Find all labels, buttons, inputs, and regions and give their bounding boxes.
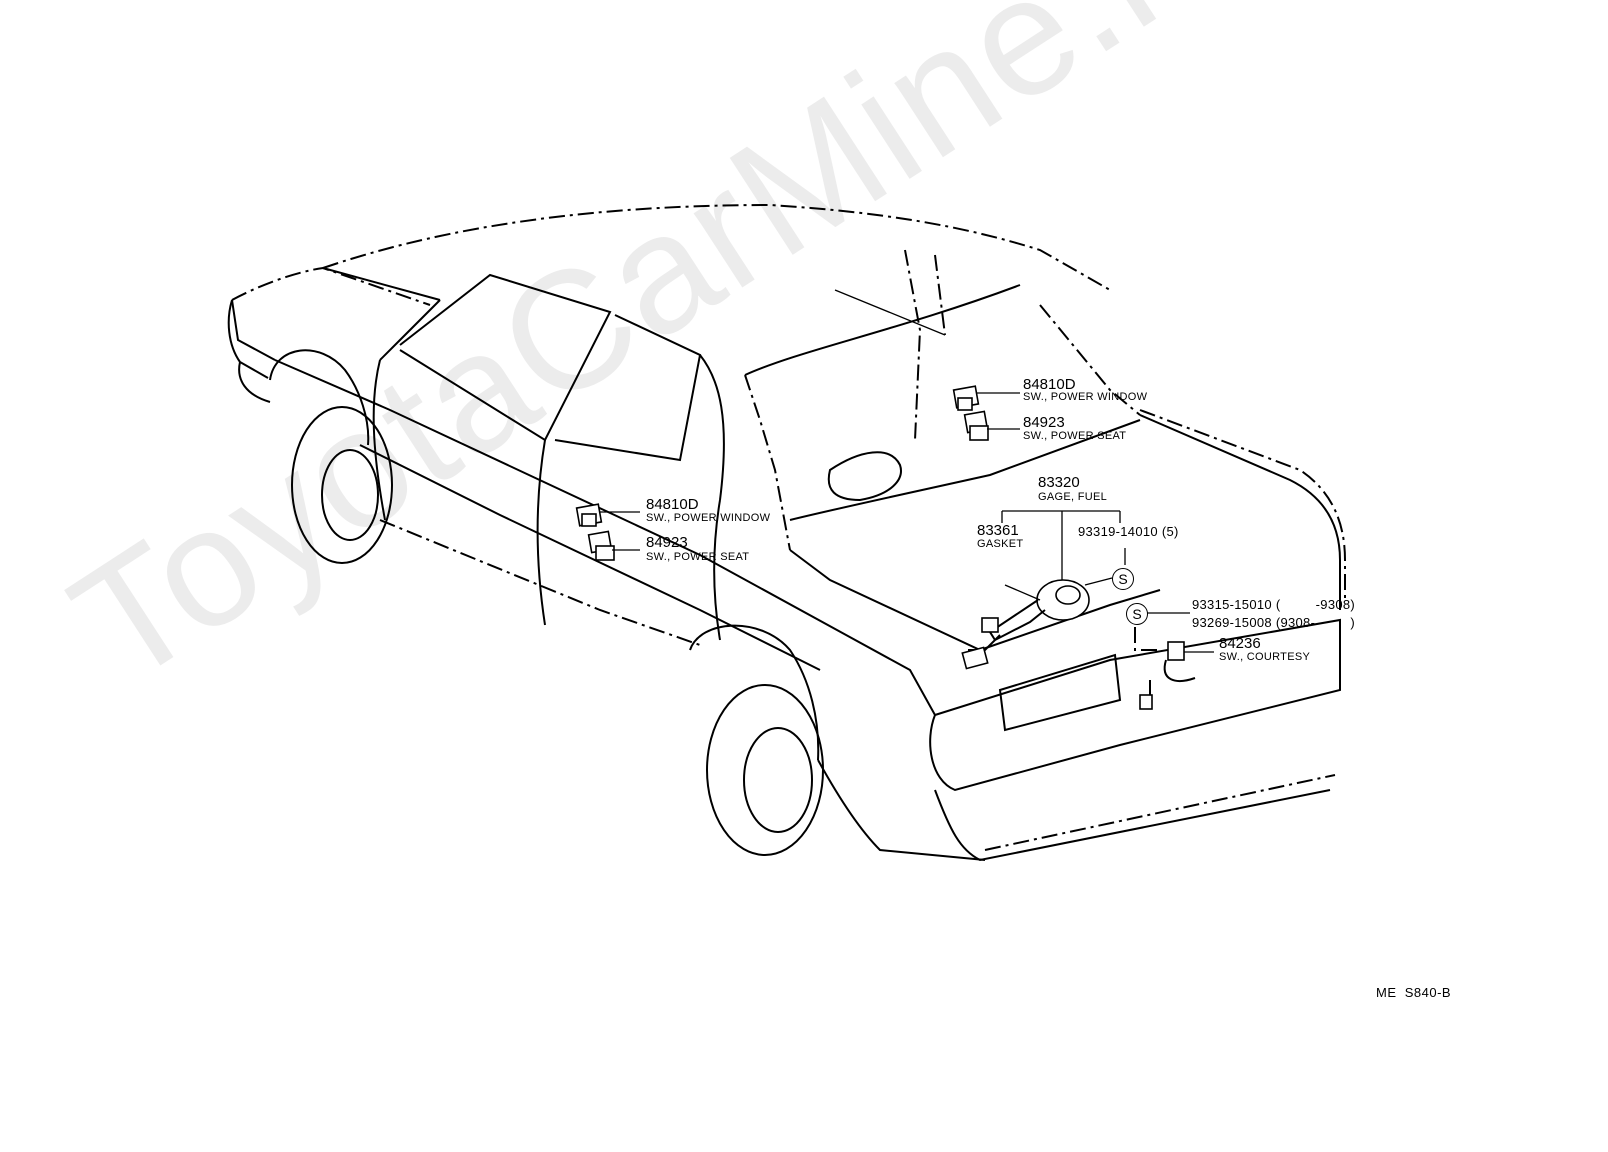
- door-line-rear: [713, 499, 721, 641]
- front-bumper: [238, 361, 271, 403]
- part-number-93269: 93269-15008 (9308- ): [1192, 615, 1356, 630]
- leader-83320-bracket: [1001, 510, 1121, 523]
- part-number-84810D-rear: 84810D: [1023, 376, 1076, 393]
- rear-window-lower: [744, 284, 1021, 376]
- part-desc-83320: GAGE, FUEL: [1038, 491, 1108, 503]
- front-door-window: [399, 273, 612, 442]
- fuel-gauge-sender-icon: [961, 579, 1090, 670]
- front-window-switch-icon: [575, 503, 603, 527]
- rear-panel: [929, 618, 1341, 792]
- part-desc-84236: SW., COURTESY: [1219, 651, 1311, 663]
- trunk-dashed-rim: [1139, 409, 1346, 600]
- front-hub: [321, 449, 379, 541]
- rear-deck-right: [1039, 304, 1141, 416]
- front-wheel: [291, 406, 393, 564]
- body-side-lower: [359, 444, 821, 671]
- leader-83361: [1004, 584, 1041, 601]
- body-side-upper: [274, 359, 936, 716]
- part-number-83361: 83361: [977, 522, 1019, 539]
- roof-cut-1: [904, 249, 922, 441]
- roof-front-edge: [231, 266, 431, 306]
- part-number-84810D-front: 84810D: [646, 496, 699, 513]
- front-seat-switch-icon: [587, 530, 615, 561]
- front-wheel-arch: [269, 349, 370, 446]
- roof-mid-line: [834, 289, 946, 336]
- part-desc-84810D-front: SW., POWER WINDOW: [646, 512, 771, 524]
- door-line-front: [372, 359, 386, 521]
- leader-93315-dashed: [1134, 627, 1162, 651]
- rear-quarter: [817, 759, 986, 861]
- screw-symbol-upper: S: [1112, 568, 1134, 590]
- bumper-dashed: [984, 774, 1336, 851]
- c-pillar: [699, 354, 725, 501]
- part-desc-84810D-rear: SW., POWER WINDOW: [1023, 391, 1148, 403]
- hood-left: [231, 299, 276, 361]
- a-pillar: [379, 299, 441, 361]
- rear-wheel-arch: [689, 624, 820, 761]
- rear-wheel: [706, 684, 824, 856]
- front-end: [227, 299, 269, 379]
- rear-hub: [743, 727, 813, 833]
- screw-symbol-lower: S: [1126, 603, 1148, 625]
- part-desc-83361: GASKET: [977, 538, 1024, 550]
- rocker-dashed: [379, 519, 701, 646]
- roof-outline: [322, 203, 1111, 291]
- trunk-top-edge: [1139, 414, 1341, 610]
- part-number-84236: 84236: [1219, 635, 1261, 652]
- part-number-93315: 93315-15010 ( -9308): [1192, 597, 1356, 612]
- leader-93319-to-part: [1084, 577, 1113, 586]
- figure-code: ME S840-B: [1376, 985, 1452, 1000]
- rear-window-frame: [744, 374, 791, 551]
- door-line-mid: [536, 439, 546, 626]
- rear-window-switch-icon: [952, 385, 980, 411]
- part-desc-84923-front: SW., POWER SEAT: [646, 551, 750, 563]
- trunk-left-edge: [789, 419, 1141, 521]
- license-plate-area: [998, 653, 1122, 732]
- part-number-93319: 93319-14010 (5): [1078, 524, 1179, 539]
- roof-cut-2: [934, 254, 946, 336]
- rear-bumper: [934, 789, 1331, 862]
- part-number-84923-front: 84923: [646, 534, 688, 551]
- courtesy-switch-icon: [1139, 641, 1196, 710]
- windshield-top: [322, 267, 441, 301]
- rear-seat-switch-icon: [963, 410, 989, 441]
- part-desc-84923-rear: SW., POWER SEAT: [1023, 430, 1127, 442]
- rear-parcel-shape: [827, 451, 902, 502]
- rear-door-window: [554, 314, 702, 462]
- part-number-83320: 83320: [1038, 474, 1080, 491]
- part-number-84923-rear: 84923: [1023, 414, 1065, 431]
